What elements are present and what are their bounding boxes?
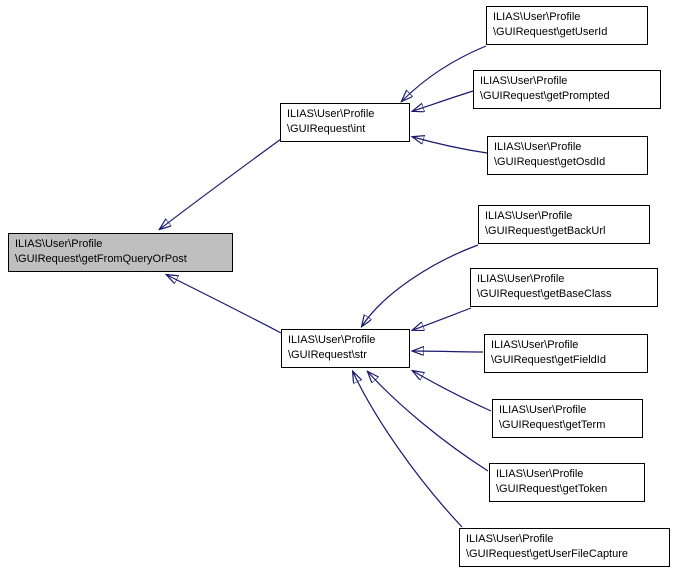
edge-getFieldId-to-str: [413, 351, 484, 352]
node-getFromQueryOrPost[interactable]: ILIAS\User\Profile \GUIRequest\getFromQu…: [8, 233, 233, 272]
node-str[interactable]: ILIAS\User\Profile \GUIRequest\str: [281, 329, 410, 368]
node-label-line: \GUIRequest\str: [288, 349, 367, 361]
node-label-line: ILIAS\User\Profile: [288, 334, 376, 346]
edge-int-to-getFromQueryOrPost: [160, 138, 282, 229]
node-getBackUrl[interactable]: ILIAS\User\Profile \GUIRequest\getBackUr…: [478, 205, 650, 244]
node-label-line: \GUIRequest\getBaseClass: [477, 288, 612, 300]
node-label-line: ILIAS\User\Profile: [485, 210, 573, 222]
node-label-line: \GUIRequest\getFromQueryOrPost: [15, 253, 187, 265]
node-getOsdId[interactable]: ILIAS\User\Profile \GUIRequest\getOsdId: [487, 136, 648, 175]
node-label-line: \GUIRequest\getUserId: [493, 26, 608, 38]
edge-getUserFileCapture-to-str: [353, 372, 463, 528]
edge-getBaseClass-to-str: [413, 307, 472, 330]
node-int[interactable]: ILIAS\User\Profile \GUIRequest\int: [280, 103, 410, 142]
node-label-line: ILIAS\User\Profile: [480, 75, 568, 87]
node-label-line: \GUIRequest\getUserFileCapture: [466, 548, 629, 560]
node-label-line: ILIAS\User\Profile: [466, 533, 554, 545]
edge-getToken-to-str: [368, 372, 489, 472]
node-getFieldId[interactable]: ILIAS\User\Profile \GUIRequest\getFieldI…: [484, 334, 648, 373]
edge-getBackUrl-to-str: [362, 244, 479, 326]
node-label-line: \GUIRequest\getFieldId: [491, 354, 606, 366]
node-label-line: ILIAS\User\Profile: [477, 273, 565, 285]
node-label-line: \GUIRequest\getToken: [496, 483, 608, 495]
node-getTerm[interactable]: ILIAS\User\Profile \GUIRequest\getTerm: [492, 399, 643, 438]
node-getBaseClass[interactable]: ILIAS\User\Profile \GUIRequest\getBaseCl…: [470, 268, 658, 307]
node-label-line: \GUIRequest\getOsdId: [494, 156, 606, 168]
node-label-line: ILIAS\User\Profile: [491, 339, 579, 351]
edge-str-to-getFromQueryOrPost: [167, 275, 282, 334]
node-label-line: \GUIRequest\getTerm: [499, 419, 606, 431]
edge-getPrompted-to-int: [413, 90, 474, 111]
edge-getOsdId-to-int: [413, 137, 488, 154]
node-label-line: ILIAS\User\Profile: [496, 468, 584, 480]
node-label-line: ILIAS\User\Profile: [15, 238, 103, 250]
node-label-line: ILIAS\User\Profile: [494, 141, 582, 153]
node-label-line: ILIAS\User\Profile: [493, 11, 581, 23]
node-getUserId[interactable]: ILIAS\User\Profile \GUIRequest\getUserId: [486, 6, 648, 45]
node-getPrompted[interactable]: ILIAS\User\Profile \GUIRequest\getPrompt…: [473, 70, 661, 109]
edge-getUserId-to-int: [402, 45, 487, 101]
node-label-line: \GUIRequest\int: [287, 123, 366, 135]
node-getUserFileCapture[interactable]: ILIAS\User\Profile \GUIRequest\getUserFi…: [459, 528, 670, 567]
node-label-line: \GUIRequest\getPrompted: [480, 90, 610, 102]
node-label-line: \GUIRequest\getBackUrl: [485, 225, 606, 237]
edge-getTerm-to-str: [413, 371, 492, 412]
node-label-line: ILIAS\User\Profile: [287, 108, 375, 120]
node-label-line: ILIAS\User\Profile: [499, 404, 587, 416]
node-getToken[interactable]: ILIAS\User\Profile \GUIRequest\getToken: [489, 463, 645, 502]
